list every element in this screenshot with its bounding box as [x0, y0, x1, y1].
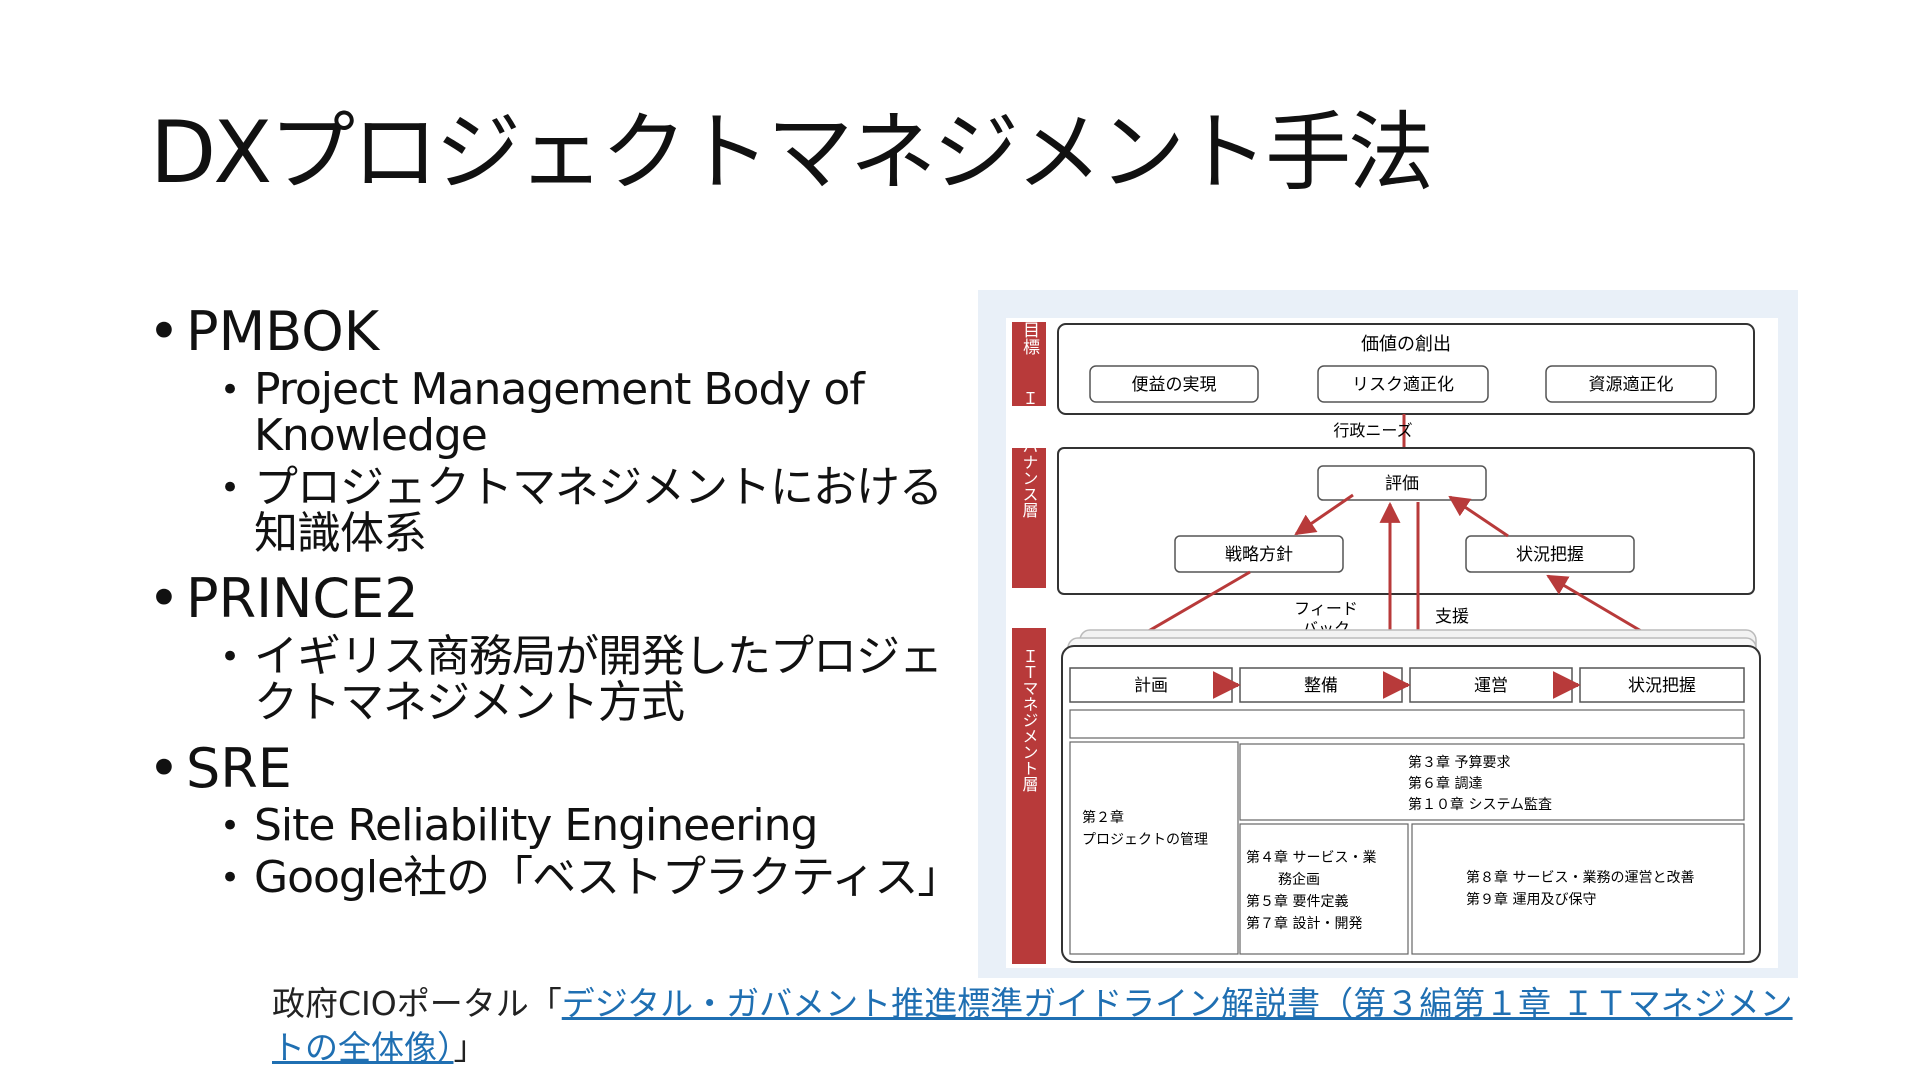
strategy-label: 戦略方針	[1225, 545, 1293, 565]
sub-bullet-text: イギリス商務局が開発したプロジェクトマネジメント方式	[254, 631, 943, 729]
chapter-header-row	[1069, 709, 1745, 739]
strategy-box	[1174, 535, 1344, 573]
cycle-label: 運営	[1474, 676, 1508, 696]
status-to-evaluate-arrow	[1448, 495, 1509, 538]
bullet-list: •PMBOK •Project Management Body of Knowl…	[148, 290, 961, 904]
status-label: 状況把握	[1516, 545, 1584, 565]
cycle-label: 状況把握	[1628, 676, 1696, 696]
chapter-text: 第２章	[1082, 809, 1124, 826]
sub-bullet-item: • Project Management Body of Knowledge	[220, 363, 948, 461]
caption-suffix: 」	[453, 1028, 487, 1067]
chapter-text: 第５章 要件定義	[1246, 893, 1348, 910]
support-label: 支援	[1435, 607, 1469, 627]
evaluate-to-strategy-arrow	[1294, 493, 1354, 536]
chapter-text: 第３章 予算要求	[1408, 754, 1510, 771]
source-caption: 政府CIOポータル「デジタル・ガバメント推進標準ガイドライン解説書（第３編第１章…	[272, 982, 1812, 1070]
cycle-box-build	[1239, 667, 1403, 703]
cycle-label: 計画	[1134, 676, 1168, 696]
sub-bullet-text: Project Management Body of Knowledge	[254, 363, 865, 461]
chapter-text: 第７章 設計・開発	[1246, 915, 1362, 932]
layer-tab-management	[1012, 628, 1046, 964]
sub-bullet-item: • プロジェクトマネジメントにおける知識体系	[220, 462, 948, 560]
guideline-link[interactable]: デジタル・ガバメント推進標準ガイドライン解説書（第３編第１章 ＩＴマネジメントの…	[272, 984, 1793, 1067]
bullet-label: PRINCE2	[186, 567, 419, 631]
chapter-box-project	[1069, 741, 1239, 955]
layer-tab-governance	[1012, 448, 1046, 588]
slide-title: DXプロジェクトマネジメント手法	[150, 103, 1434, 203]
bullet-icon: •	[220, 468, 240, 509]
bullet-icon: •	[148, 736, 180, 800]
cycle-box-status	[1579, 667, 1745, 703]
status-box	[1465, 535, 1635, 573]
chapter-text: 第６章 調達	[1408, 775, 1482, 792]
chapter-box-operation	[1411, 823, 1745, 955]
chapter-text: 第９章 運用及び保守	[1466, 891, 1596, 908]
goal-title: 価値の創出	[1361, 334, 1451, 355]
layer-label-management: ＩＴマネジメント層	[1020, 648, 1039, 792]
bullet-label: SRE	[186, 736, 292, 800]
chapter-box-budget	[1239, 743, 1745, 821]
chapter-text: 第８章 サービス・業務の運営と改善	[1466, 869, 1694, 886]
chapter-text: 務企画	[1278, 871, 1320, 888]
sub-bullet-text: プロジェクトマネジメントにおける知識体系	[254, 462, 943, 560]
goal-item: 便益の実現	[1132, 375, 1217, 395]
goal-box-benefit	[1089, 365, 1259, 403]
needs-label: 行政ニーズ	[1333, 421, 1412, 440]
layer-tab-goal	[1012, 322, 1046, 406]
evaluate-box	[1317, 465, 1487, 501]
cycle-label: 整備	[1304, 676, 1338, 696]
caption-prefix: 政府CIOポータル「	[272, 984, 562, 1023]
chapter-text: 第１０章 システム監査	[1408, 796, 1552, 813]
bullet-icon: •	[220, 369, 240, 410]
goal-item: 資源適正化	[1589, 375, 1674, 395]
bullet-icon: •	[220, 858, 240, 899]
bullet-icon: •	[148, 300, 180, 363]
feedback-label: フィード	[1294, 599, 1358, 618]
sub-bullet-text: Google社の「ベストプラクティス」	[254, 852, 961, 904]
sub-bullet-item: • Google社の「ベストプラクティス」	[220, 852, 961, 904]
evaluate-label: 評価	[1385, 474, 1419, 494]
bullet-label: PMBOK	[186, 300, 380, 363]
bullet-icon: •	[220, 637, 240, 678]
cycle-box-operate	[1409, 667, 1573, 703]
bullet-icon: •	[220, 806, 240, 847]
cycle-box-plan	[1069, 667, 1233, 703]
it-management-diagram: 目標 ＩＴガバナンス層 ＩＴマネジメント層 価値の創出 便益の実現 リスク適正化…	[978, 290, 1798, 978]
bullet-item-pmbok: •PMBOK	[148, 300, 948, 363]
bullet-icon: •	[148, 567, 180, 631]
layer-label-governance: ＩＴガバナンス層	[1020, 390, 1039, 518]
bullet-item-prince2: •PRINCE2	[148, 571, 948, 628]
chapter-box-planning	[1239, 823, 1409, 955]
goal-item: リスク適正化	[1352, 375, 1454, 395]
sub-bullet-item: • イギリス商務局が開発したプロジェクトマネジメント方式	[220, 631, 948, 729]
sub-bullet-item: • Site Reliability Engineering	[220, 800, 948, 852]
goal-box-risk	[1317, 365, 1489, 403]
chapter-text: 第４章 サービス・業	[1246, 849, 1376, 866]
layer-label-goal: 目標	[1019, 321, 1040, 355]
goal-box-resource	[1545, 365, 1717, 403]
sub-bullet-text: Site Reliability Engineering	[254, 800, 818, 852]
chapter-text: プロジェクトの管理	[1082, 832, 1208, 848]
bullet-item-sre: •SRE	[148, 736, 948, 800]
